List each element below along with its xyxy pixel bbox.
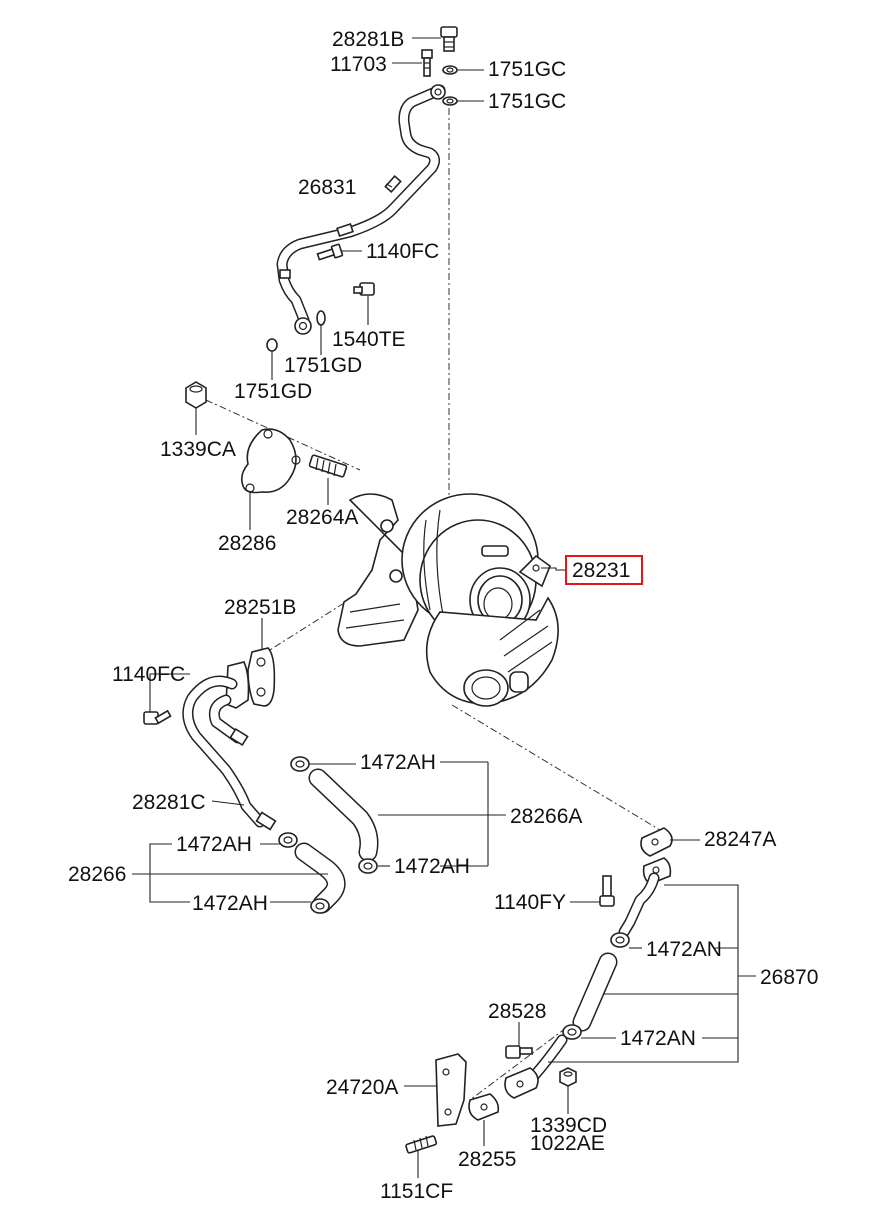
label-26870[interactable]: 26870 (760, 966, 818, 989)
label-1751GC-lower[interactable]: 1751GC (488, 90, 566, 113)
gasket-28255-part[interactable] (468, 1093, 500, 1121)
gasket-1751GC-lower-part[interactable] (442, 96, 458, 106)
label-1751GC-upper[interactable]: 1751GC (488, 58, 566, 81)
label-1140FY[interactable]: 1140FY (494, 891, 566, 914)
label-28281B[interactable]: 28281B (332, 28, 404, 51)
clamp-1472AN-1-part[interactable] (610, 932, 630, 948)
banjo-bolt-28281B-part[interactable] (440, 26, 458, 52)
stud-28264A-part[interactable] (308, 454, 348, 478)
label-28266A[interactable]: 28266A (510, 805, 582, 828)
turbocharger-28231-part[interactable] (337, 493, 559, 707)
label-28231[interactable]: 28231 (572, 559, 630, 582)
label-1751GD-lower[interactable]: 1751GD (234, 380, 312, 403)
label-28528[interactable]: 28528 (488, 1000, 546, 1023)
label-28247A[interactable]: 28247A (704, 828, 776, 851)
label-26831[interactable]: 26831 (298, 176, 356, 199)
label-1339CA[interactable]: 1339CA (160, 438, 236, 461)
clamp-1472AH-2-part[interactable] (278, 832, 298, 848)
washer-1751GD-lower-part[interactable] (266, 338, 278, 352)
label-1151CF[interactable]: 1151CF (380, 1180, 453, 1203)
label-1022AE[interactable]: 1022AE (530, 1132, 605, 1155)
stud-1151CF-part[interactable] (405, 1135, 438, 1154)
washer-1751GD-upper-part[interactable] (316, 310, 326, 326)
label-1140FC-lower[interactable]: 1140FC (112, 663, 185, 686)
bolt-28528-part[interactable] (505, 1045, 533, 1059)
clamp-1472AH-4-part[interactable] (310, 898, 330, 914)
label-1751GD-upper[interactable]: 1751GD (284, 354, 362, 377)
highlight-box (565, 555, 643, 585)
label-28266[interactable]: 28266 (68, 863, 126, 886)
label-1472AH-2[interactable]: 1472AH (176, 833, 252, 856)
label-28264A[interactable]: 28264A (286, 506, 358, 529)
clamp-1472AN-2-part[interactable] (562, 1024, 582, 1040)
clamp-1472AH-1-part[interactable] (290, 756, 310, 772)
label-1472AH-3[interactable]: 1472AH (394, 855, 470, 878)
flange-gasket-28251B-part[interactable] (247, 647, 276, 707)
label-24720A[interactable]: 24720A (326, 1076, 398, 1099)
bolt-1140FC-upper-part[interactable] (316, 243, 344, 261)
label-1472AH-1[interactable]: 1472AH (360, 751, 436, 774)
gasket-28247A-part[interactable] (640, 827, 673, 857)
label-28255[interactable]: 28255 (458, 1148, 516, 1171)
label-1140FC-upper[interactable]: 1140FC (366, 240, 439, 263)
label-1339CD[interactable]: 1339CD (530, 1114, 607, 1137)
hose-28266A-part[interactable] (308, 768, 379, 862)
gasket-1751GC-upper-part[interactable] (442, 65, 458, 75)
oil-return-pipe-28281C-part[interactable] (182, 661, 277, 831)
leader-lines (132, 37, 756, 1178)
nut-1339CD-1022AE-part[interactable] (559, 1067, 577, 1087)
clamp-1472AH-3-part[interactable] (358, 858, 378, 874)
gasket-28286-part[interactable] (240, 428, 301, 494)
eye-bolt-11703-part[interactable] (421, 49, 433, 77)
label-1472AN-2[interactable]: 1472AN (620, 1027, 696, 1050)
bolt-1140FC-lower-part[interactable] (143, 709, 172, 725)
label-28251B[interactable]: 28251B (224, 596, 296, 619)
oil-feed-pipe-26831-part[interactable] (276, 84, 446, 335)
part-labels: 28281B 11703 1751GC 1751GC 26831 1140FC … (68, 28, 818, 1203)
hose-28266-part[interactable] (294, 842, 346, 914)
label-1472AH-4[interactable]: 1472AH (192, 892, 268, 915)
label-28286[interactable]: 28286 (218, 532, 276, 555)
coolant-pipe-26870-part[interactable] (504, 857, 672, 1099)
bolt-1540TE-part[interactable] (353, 282, 375, 296)
label-1540TE[interactable]: 1540TE (332, 328, 406, 351)
nut-1339CA-part[interactable] (185, 381, 207, 409)
label-11703[interactable]: 11703 (330, 53, 387, 76)
label-1472AN-1[interactable]: 1472AN (646, 938, 722, 961)
bolt-1140FY-part[interactable] (599, 875, 615, 907)
label-28281C[interactable]: 28281C (132, 791, 206, 814)
bracket-24720A-part[interactable] (435, 1053, 467, 1127)
